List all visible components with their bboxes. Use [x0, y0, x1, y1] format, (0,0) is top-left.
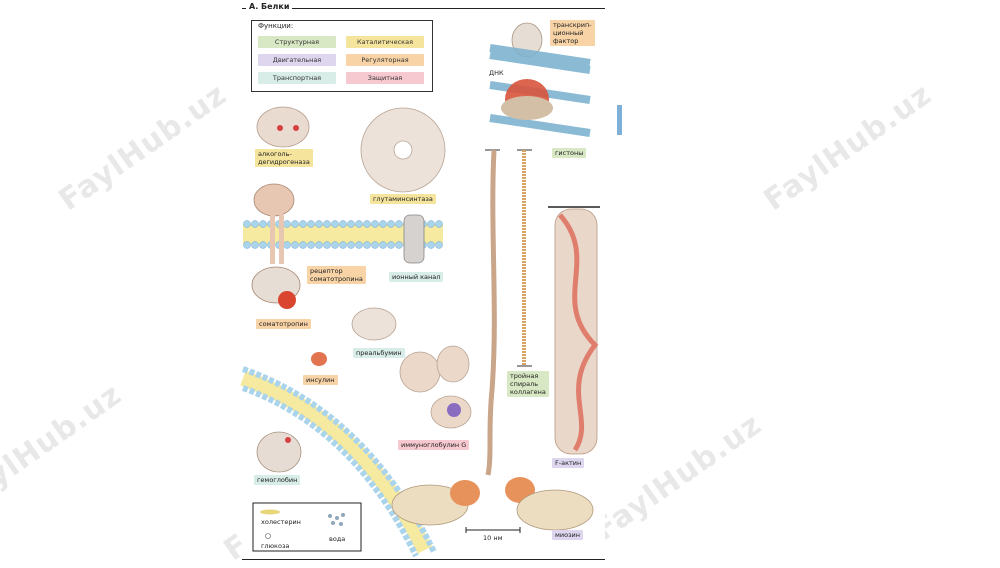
insulin-shape [311, 352, 327, 366]
label-prealbumin: преальбумин [353, 348, 405, 358]
label-glutamine-synthetase: глутаминсинтаза [370, 194, 436, 204]
legend-title: Функции: [258, 22, 294, 30]
legend-item-regulatory: Регуляторная [346, 54, 424, 66]
f-actin-shape [548, 206, 600, 455]
hemoglobin-shape [256, 431, 302, 473]
label-somatotropin: соматотропин [256, 319, 311, 329]
label-dna: ДНК [489, 69, 504, 77]
collagen-fibers [485, 149, 532, 476]
legend-item-protective: Защитная [346, 72, 424, 84]
panel-title: А. Белки [246, 2, 293, 11]
label-transcription-factor: транскрип- ционный фактор [550, 20, 595, 46]
legend-item-catalytic: Каталитическая [346, 36, 424, 48]
label-insulin: инсулин [303, 375, 338, 385]
panel-bottom-border [242, 559, 605, 560]
scale-bar [465, 527, 521, 533]
prealbumin-shape [351, 307, 397, 341]
legend-item-motor: Двигательная [258, 54, 336, 66]
label-glucose: глюкоза [261, 542, 290, 550]
label-myosin: миозин [552, 530, 584, 540]
ion-channel-shape [403, 214, 425, 264]
label-hemoglobin: гемоглобин [254, 475, 301, 485]
immunoglobulin-shape [399, 345, 472, 429]
somatotropin-receptor-shape [251, 183, 301, 309]
label-collagen: тройная спираль коллагена [507, 371, 549, 397]
panel-top-border [242, 8, 605, 9]
glutamine-synthetase-shape [360, 107, 446, 193]
label-water: вода [329, 535, 346, 543]
water-icon [328, 513, 345, 526]
label-f-actin: F-актин [552, 458, 585, 468]
label-scale: 10 нм [483, 534, 503, 542]
label-immunoglobulin: иммуноглобулин G [398, 440, 470, 450]
label-alcohol-dehydrogenase: алкоголь- дегидрогеназа [255, 149, 313, 167]
alcohol-dehydrogenase-shape [256, 106, 310, 148]
bottom-legend-box [252, 502, 362, 552]
legend-item-structural: Структурная [258, 36, 336, 48]
glucose-icon [265, 533, 271, 539]
myosin-shape [391, 477, 594, 531]
label-histones: гистоны [552, 148, 587, 158]
dna-helix [489, 44, 591, 137]
legend-item-transport: Транспортная [258, 72, 336, 84]
cholesterol-icon [260, 509, 280, 515]
label-ion-channel: ионный канал [389, 272, 444, 282]
label-cholesterol: холестерин [261, 518, 301, 526]
scroll-indicator[interactable] [617, 105, 622, 135]
label-somatotropin-receptor: рецептор соматотропина [307, 266, 366, 284]
